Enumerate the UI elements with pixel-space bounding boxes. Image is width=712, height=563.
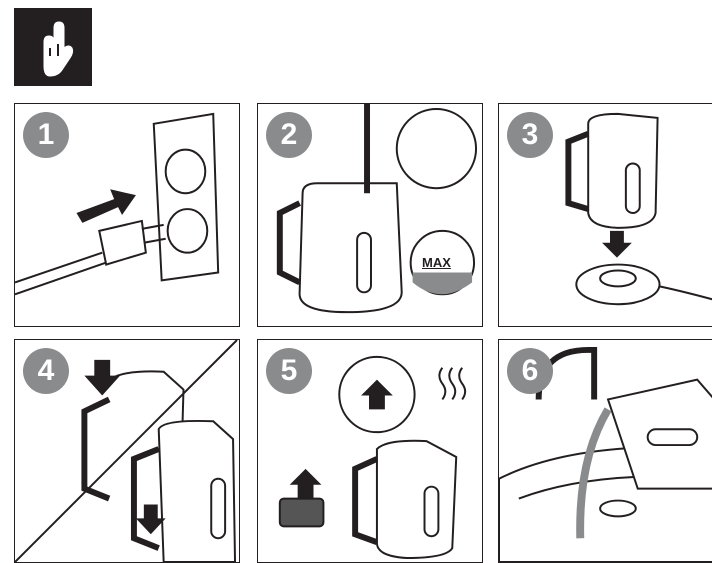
kettle-icon [134,421,235,562]
arrow-down-icon [602,231,632,258]
arrow-icon [76,189,135,223]
kettle-icon [568,114,657,228]
arrow-down-icon [84,360,120,396]
step-number: 4 [23,348,69,394]
step-2-panel: 2 MAX [257,103,483,327]
step-4-panel: 4 [14,339,240,563]
max-label: MAX [422,255,451,270]
step-number: 1 [23,112,69,158]
plug-icon [15,221,166,294]
step-number: 6 [507,348,553,394]
zoom-detail [397,109,476,188]
arrow-up-icon [290,469,322,499]
step-6-panel: 6 [498,339,712,563]
kettle-icon [280,183,402,312]
step-number: 2 [266,112,312,158]
kettle-icon [355,441,456,558]
step-number: 5 [266,348,312,394]
wall-socket-icon [154,114,218,281]
step-number: 3 [507,112,553,158]
step-5-panel: 5 [257,339,483,563]
step-3-panel: 3 [498,103,712,327]
base-icon [576,265,712,305]
step-1-panel: 1 [14,103,240,327]
hand-pointing-icon [14,8,92,86]
